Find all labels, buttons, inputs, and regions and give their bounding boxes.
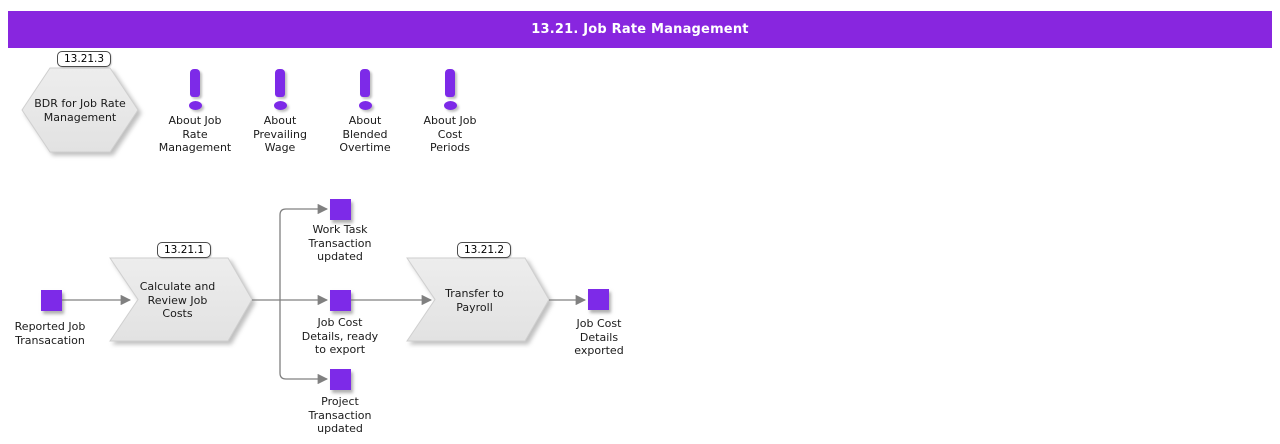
event-job-cost-details-exported[interactable] <box>588 289 609 310</box>
event-reported-job-transaction[interactable] <box>41 290 62 311</box>
step1-label: Calculate and Review Job Costs <box>139 280 216 320</box>
step1-tag-badge: 13.21.1 <box>157 242 212 258</box>
about-item-job-rate-management[interactable]: About Job Rate Management <box>150 69 240 155</box>
event-label: Project Transaction updated <box>308 395 372 435</box>
exclamation-icon <box>275 69 285 97</box>
page-title: 13.21. Job Rate Management <box>531 22 749 37</box>
bdr-tag-badge: 13.21.3 <box>57 51 112 67</box>
exclamation-dot-icon <box>443 101 457 110</box>
about-item-blended-overtime[interactable]: About Blended Overtime <box>320 69 410 155</box>
about-label: About Prevailing Wage <box>253 114 307 154</box>
exclamation-dot-icon <box>358 101 372 110</box>
exclamation-dot-icon <box>273 101 287 110</box>
about-label: About Job Rate Management <box>158 114 232 154</box>
event-label: Work Task Transaction updated <box>308 223 372 263</box>
event-project-transaction-updated[interactable] <box>330 369 351 390</box>
exclamation-icon <box>445 69 455 97</box>
event-job-cost-details-ready[interactable] <box>330 290 351 311</box>
exclamation-dot-icon <box>188 101 202 110</box>
exclamation-icon <box>360 69 370 97</box>
step1-chevron[interactable] <box>108 256 268 348</box>
step2-chevron[interactable] <box>405 256 565 348</box>
event-label: Job Cost Details exported <box>574 317 624 357</box>
event-work-task-transaction-updated[interactable] <box>330 199 351 220</box>
about-label: About Blended Overtime <box>339 114 391 154</box>
about-label: About Job Cost Periods <box>423 114 477 154</box>
step2-tag-badge: 13.21.2 <box>457 242 512 258</box>
diagram-title-bar: 13.21. Job Rate Management <box>8 11 1272 48</box>
exclamation-icon <box>190 69 200 97</box>
bdr-hexagon[interactable] <box>20 66 170 158</box>
event-label: Reported Job Transacation <box>14 320 86 347</box>
about-item-job-cost-periods[interactable]: About Job Cost Periods <box>405 69 495 155</box>
event-label: Job Cost Details, ready to export <box>301 316 379 356</box>
bdr-hexagon-label: BDR for Job Rate Management <box>34 97 126 124</box>
step2-label: Transfer to Payroll <box>445 287 504 314</box>
about-item-prevailing-wage[interactable]: About Prevailing Wage <box>235 69 325 155</box>
